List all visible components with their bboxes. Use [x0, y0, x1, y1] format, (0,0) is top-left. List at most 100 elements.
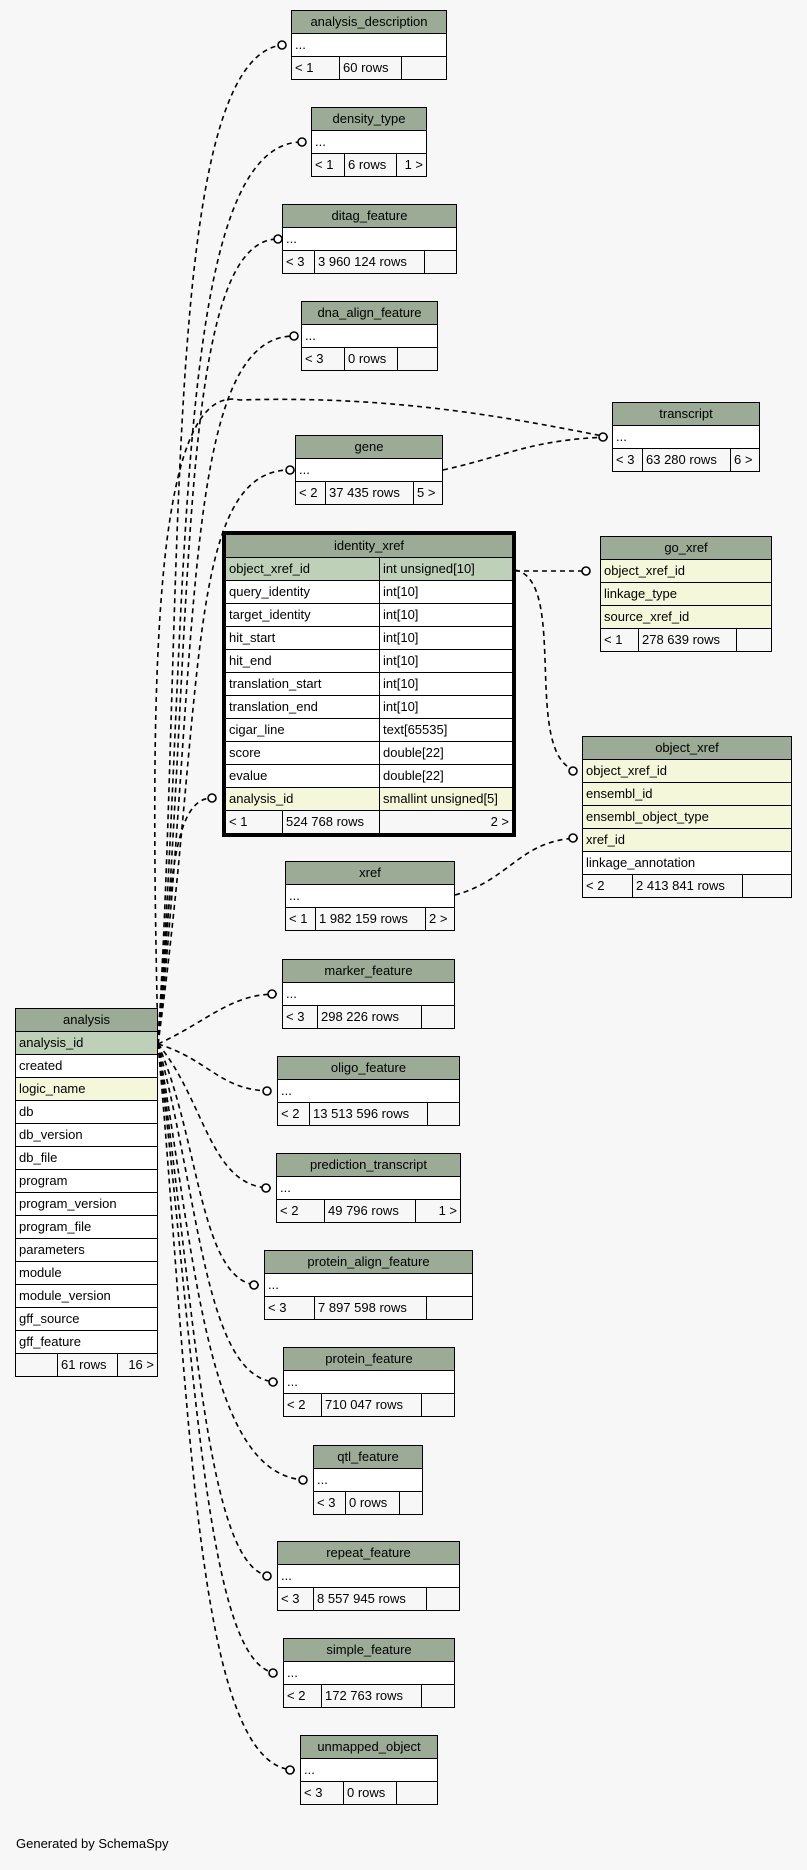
edge-analysis-protein-feature [157, 1043, 279, 1383]
table-title: simple_feature [284, 1639, 454, 1662]
table-row: ... [286, 885, 454, 908]
table-footer: < 1 1 982 159 rows 2 > [286, 908, 454, 930]
table-footer: < 1 6 rows 1 > [312, 154, 426, 176]
table-protein-feature[interactable]: protein_feature ... < 2 710 047 rows [283, 1347, 455, 1417]
table-title: go_xref [601, 537, 771, 560]
table-row: gff_feature [16, 1331, 157, 1354]
table-xref[interactable]: xref ... < 1 1 982 159 rows 2 > [285, 861, 455, 931]
table-analysis-description[interactable]: analysis_description ... < 1 60 rows [291, 10, 447, 80]
table-title: dna_align_feature [302, 302, 437, 325]
table-footer: < 2 13 513 596 rows [278, 1103, 459, 1125]
table-footer: < 2 37 435 rows 5 > [296, 482, 442, 504]
table-row: logic_name [16, 1078, 157, 1101]
table-row: gff_source [16, 1308, 157, 1331]
table-title: density_type [312, 108, 426, 131]
table-footer: 61 rows 16 > [16, 1354, 157, 1376]
edge-analysis-protein-align-feature [157, 1043, 260, 1286]
table-row: ... [302, 325, 437, 348]
table-row: ... [284, 1371, 454, 1394]
table-footer: < 3 7 897 598 rows [265, 1297, 472, 1319]
edge-analysis-analysis-description [157, 44, 283, 1045]
table-protein-align-feature[interactable]: protein_align_feature ... < 3 7 897 598 … [264, 1250, 473, 1320]
table-unmapped-object[interactable]: unmapped_object ... < 3 0 rows [300, 1735, 438, 1805]
table-footer: < 2 49 796 rows 1 > [277, 1200, 460, 1222]
table-oligo-feature[interactable]: oligo_feature ... < 2 13 513 596 rows [277, 1056, 460, 1126]
table-title: oligo_feature [278, 1057, 459, 1080]
table-row: linkage_type [601, 583, 771, 606]
table-row: source_xref_id [601, 606, 771, 629]
table-row: analysis_id [16, 1032, 157, 1055]
edge-analysis-density-type [157, 141, 303, 1045]
table-dna-align-feature[interactable]: dna_align_feature ... < 3 0 rows [301, 301, 438, 371]
table-analysis[interactable]: analysis analysis_id created logic_name … [15, 1008, 158, 1377]
table-row: ... [283, 983, 454, 1006]
table-prediction-transcript[interactable]: prediction_transcript ... < 2 49 796 row… [276, 1153, 461, 1223]
table-row: db [16, 1101, 157, 1124]
table-title: identity_xref [226, 535, 512, 558]
table-title: analysis_description [292, 11, 446, 34]
edge-analysis-transcript [153, 398, 609, 1045]
table-row: module_version [16, 1285, 157, 1308]
edge-xref-object-xref [454, 837, 579, 896]
table-title: prediction_transcript [277, 1154, 460, 1177]
table-footer: < 2 172 763 rows [284, 1685, 454, 1707]
edge-gene-transcript [442, 436, 609, 471]
table-qtl-feature[interactable]: qtl_feature ... < 3 0 rows [313, 1445, 423, 1515]
table-row: ensembl_object_type [583, 806, 791, 829]
table-row: object_xref_id [583, 760, 791, 783]
table-transcript[interactable]: transcript ... < 3 63 280 rows 6 > [612, 402, 760, 472]
table-density-type[interactable]: density_type ... < 1 6 rows 1 > [311, 107, 427, 177]
table-row: ... [301, 1759, 437, 1782]
table-row: created [16, 1055, 157, 1078]
table-title: marker_feature [283, 960, 454, 983]
table-row: db_version [16, 1124, 157, 1147]
table-row: ... [283, 228, 456, 251]
edge-identity-object-xref [514, 569, 579, 772]
edge-analysis-ditag-feature [157, 238, 279, 1045]
table-row: program [16, 1170, 157, 1193]
table-footer: < 3 8 557 945 rows [278, 1588, 459, 1610]
table-title: transcript [613, 403, 759, 426]
table-footer: < 3 298 226 rows [283, 1006, 454, 1028]
table-footer: < 3 63 280 rows 6 > [613, 449, 759, 471]
table-row: parameters [16, 1239, 157, 1262]
table-marker-feature[interactable]: marker_feature ... < 3 298 226 rows [282, 959, 455, 1029]
table-footer: < 2 2 413 841 rows [583, 875, 791, 897]
table-footer: < 1 60 rows [292, 57, 446, 79]
table-title: repeat_feature [278, 1542, 459, 1565]
table-row: object_xref_id [601, 560, 771, 583]
table-row: ... [292, 34, 446, 57]
table-row: ... [265, 1274, 472, 1297]
table-gene[interactable]: gene ... < 2 37 435 rows 5 > [295, 435, 443, 505]
table-title: unmapped_object [301, 1736, 437, 1759]
table-simple-feature[interactable]: simple_feature ... < 2 172 763 rows [283, 1638, 455, 1708]
edge-analysis-simple-feature [157, 1043, 279, 1674]
table-go-xref[interactable]: go_xref object_xref_id linkage_type sour… [600, 536, 772, 652]
table-row: xref_id [583, 829, 791, 852]
table-row: ... [284, 1662, 454, 1685]
table-repeat-feature[interactable]: repeat_feature ... < 3 8 557 945 rows [277, 1541, 460, 1611]
edge-analysis-marker-feature [157, 993, 278, 1045]
table-footer: < 3 0 rows [302, 348, 437, 370]
table-title: analysis [16, 1009, 157, 1032]
table-footer: < 1 278 639 rows [601, 629, 771, 651]
table-object-xref[interactable]: object_xref object_xref_id ensembl_id en… [582, 736, 792, 898]
table-row: ensembl_id [583, 783, 791, 806]
table-footer: < 1 524 768 rows 2 > [226, 811, 512, 833]
table-ditag-feature[interactable]: ditag_feature ... < 3 3 960 124 rows [282, 204, 457, 274]
table-row: ... [314, 1469, 422, 1492]
table-footer: < 3 0 rows [301, 1782, 437, 1804]
generated-by-label: Generated by SchemaSpy [16, 1836, 169, 1851]
